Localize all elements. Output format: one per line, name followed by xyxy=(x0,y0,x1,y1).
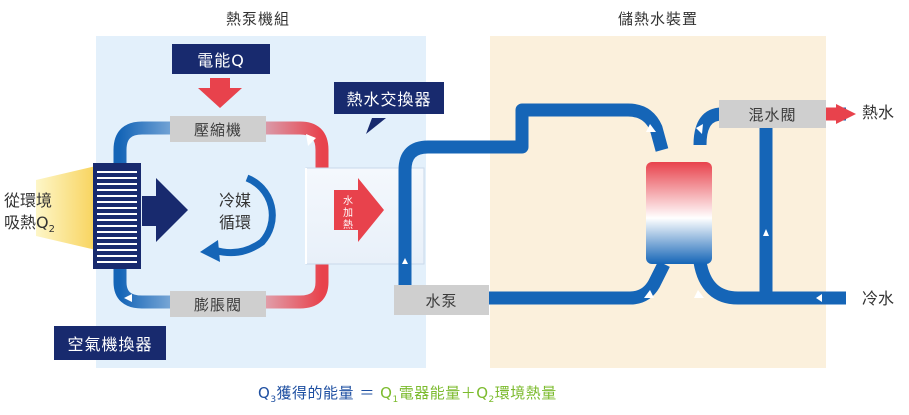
storage-title: 儲熱水裝置 xyxy=(618,10,699,28)
exchanger-callout-tail xyxy=(366,118,386,134)
air-heat-exchanger-label: 空氣機換器 xyxy=(54,326,166,360)
compressor-box: 壓縮機 xyxy=(170,116,266,142)
energy-formula: Q3獲得的能量 ＝ Q1電器能量＋Q2環境熱量 xyxy=(258,382,557,405)
refrigerant-cycle-arrow xyxy=(212,174,276,257)
refrigerant-cycle-label: 冷媒 循環 xyxy=(213,190,257,234)
water-heat-exchanger-label: 熱水交換器 xyxy=(334,82,444,114)
water-heating-arrow xyxy=(334,178,384,242)
formula-q1-sub: 1 xyxy=(392,395,399,405)
storage-right-loop-bottom xyxy=(693,260,846,305)
formula-q1: Q xyxy=(380,384,393,402)
ambient-heat-line2: 吸熱Q xyxy=(4,213,49,232)
air-heat-flow-arrow xyxy=(142,178,188,242)
storage-right-loop xyxy=(693,107,723,146)
flow-arrow-4 xyxy=(646,124,656,132)
storage-tank xyxy=(646,162,712,264)
water-heating-char-3: 熱 xyxy=(343,220,353,231)
electric-energy-arrow xyxy=(198,78,242,108)
formula-q2: Q xyxy=(476,384,489,402)
flow-arrow-6 xyxy=(644,290,654,298)
ambient-heat-label: 從環境 吸熱Q2 xyxy=(4,190,55,241)
mixing-valve-box: 混水閥 xyxy=(719,100,826,128)
formula-ambient: 環境熱量 xyxy=(494,384,557,402)
water-heating-char-2: 加 xyxy=(343,208,353,219)
water-heating-label: 水 加 熱 xyxy=(338,196,358,232)
formula-eq: ＝ xyxy=(359,384,375,402)
heat-pump-title: 熱泵機組 xyxy=(226,10,291,28)
flow-arrow-7 xyxy=(694,290,704,298)
formula-plus: ＋ xyxy=(460,384,477,402)
expansion-valve-box: 膨脹閥 xyxy=(170,291,266,317)
flow-arrow-2 xyxy=(124,294,132,302)
formula-electric: 電器能量 xyxy=(398,384,461,402)
flow-arrow-8 xyxy=(763,229,769,236)
flow-arrow-1 xyxy=(306,134,316,146)
flow-arrow-9 xyxy=(816,294,822,302)
formula-q3: Q xyxy=(258,384,271,402)
water-pipe-out xyxy=(398,103,669,300)
refrigerant-cycle-line1: 冷媒 xyxy=(218,191,251,210)
formula-lhs: 獲得的能量 xyxy=(276,384,355,402)
electric-energy-label: 電能Q xyxy=(172,44,270,74)
flow-arrow-5 xyxy=(696,124,703,134)
hot-water-label: 熱水 xyxy=(862,103,895,122)
formula-q3-sub: 3 xyxy=(270,395,277,405)
flow-arrow-3 xyxy=(402,258,408,264)
ambient-heat-sub: 2 xyxy=(48,224,55,236)
refrigerant-cycle-line2: 循環 xyxy=(218,213,251,232)
water-pump-box: 水泵 xyxy=(394,285,489,315)
ambient-heat-arrow xyxy=(36,166,96,250)
water-heating-char-1: 水 xyxy=(343,196,353,207)
cold-water-label: 冷水 xyxy=(862,289,895,308)
hot-water-arrow xyxy=(836,104,856,124)
formula-q2-sub: 2 xyxy=(488,395,495,405)
ambient-heat-line1: 從環境 xyxy=(4,191,53,210)
air-heat-exchanger-unit xyxy=(93,163,141,269)
water-pipe-return xyxy=(485,261,670,305)
